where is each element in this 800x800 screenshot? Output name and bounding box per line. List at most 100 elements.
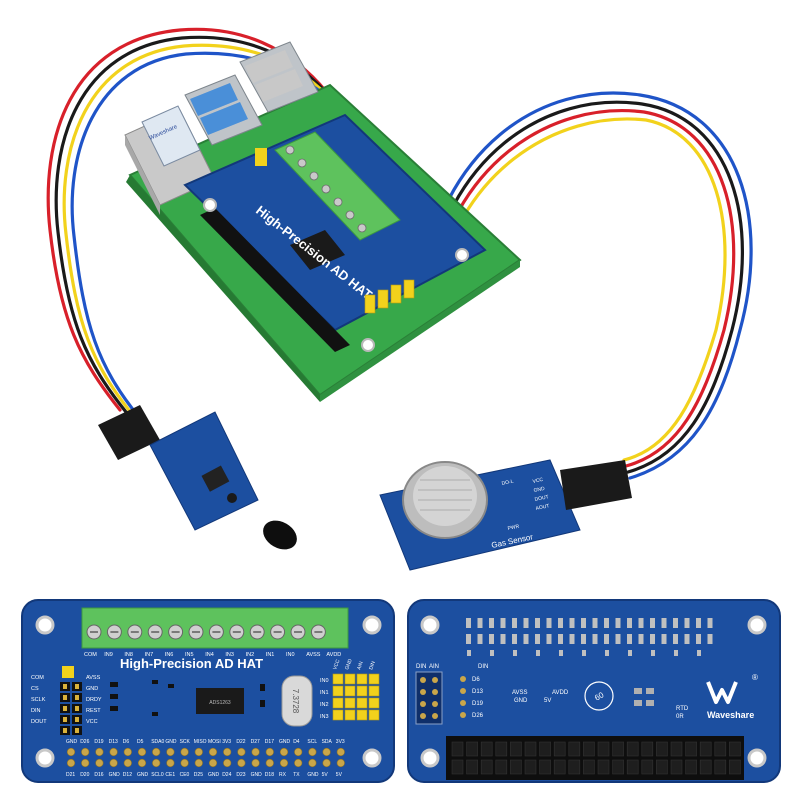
gpio-label-top: D13	[109, 739, 118, 745]
gpio-pad	[208, 747, 218, 757]
smd-pad	[605, 650, 609, 656]
terminal-label: IN9	[104, 652, 113, 658]
smd-pad	[697, 650, 701, 656]
terminal-block-top	[274, 131, 401, 241]
assembled-kit: Waveshare High-Precision AD HAT	[46, 27, 753, 571]
gpio-socket	[699, 741, 712, 757]
gpio-pad	[294, 758, 303, 768]
smd-pad	[650, 618, 655, 628]
back-din-label: DIN	[478, 664, 488, 670]
gpio-pad	[123, 758, 132, 768]
smd-pad	[627, 634, 632, 644]
gpio-socket	[656, 759, 668, 775]
back-header-pad	[432, 701, 438, 707]
back-5v-label: 5V	[544, 698, 551, 704]
gpio-label-top: 3V3	[336, 739, 345, 745]
yellow-header-pin	[332, 709, 344, 721]
terminal-label: IN4	[205, 652, 214, 658]
gpio-label-bottom: TX	[293, 772, 300, 778]
gpio-label-top: GND	[66, 739, 78, 745]
gpio-pad	[279, 747, 289, 757]
gpio-socket	[524, 741, 537, 757]
back-header	[415, 671, 443, 725]
back-component-pads	[466, 618, 713, 656]
yellow-header-pin	[368, 685, 380, 697]
smd-pad	[523, 634, 529, 644]
gpio-label-bottom: D12	[123, 772, 132, 778]
gpio-label-bottom: GND	[109, 772, 121, 778]
back-header-label-2: AIN	[429, 664, 439, 670]
smd-pad	[569, 618, 575, 628]
gpio-pad	[223, 747, 232, 757]
gas-pin-4: AOUT	[535, 503, 550, 512]
back-pin-label: D26	[472, 713, 484, 719]
back-mounting-holes	[420, 615, 767, 768]
header-pin-core	[75, 695, 79, 700]
smd-pad	[512, 634, 517, 644]
gpio-socket	[583, 759, 595, 775]
gpio-label-bottom: CE1	[165, 772, 175, 778]
smd-pad	[558, 634, 563, 644]
header-pin-core	[63, 684, 67, 689]
smd-pad	[477, 634, 483, 644]
left-header-label: SCLK	[31, 697, 46, 703]
gpio-pad	[208, 758, 218, 768]
gpio-socket	[597, 741, 610, 757]
gpio-socket	[641, 759, 654, 775]
gpio-pad	[237, 747, 246, 757]
gpio-label-top: GND	[279, 739, 291, 745]
front-mounting-holes	[35, 615, 382, 768]
left-header-label: DIN	[31, 708, 41, 714]
smd-pad	[582, 650, 586, 656]
smd-pad	[684, 618, 690, 628]
smd-pad	[489, 618, 494, 628]
cable-bundle-right	[418, 91, 753, 480]
gpio-pad	[81, 758, 90, 768]
front-gpio-pads	[66, 747, 345, 768]
gpio-label-top: D5	[137, 739, 144, 745]
left-header-label-right: VCC	[86, 719, 98, 725]
logo-text: Waveshare	[707, 710, 754, 720]
smd-pad	[512, 618, 517, 628]
back-via	[460, 688, 466, 694]
gpio-pad	[95, 758, 104, 768]
smd-pad	[673, 634, 678, 644]
left-header-label-right: DRDY	[86, 697, 102, 703]
back-header-pad	[432, 677, 438, 683]
waveshare-logo: ® Waveshare	[706, 673, 758, 720]
gpio-socket	[670, 741, 683, 757]
yellow-header-pin	[344, 697, 356, 709]
smd-pad	[615, 634, 621, 644]
smd-pad	[523, 618, 529, 628]
right-header-top-label: GND	[344, 658, 354, 671]
terminal-label: IN7	[145, 652, 154, 658]
front-smd-components	[110, 680, 265, 716]
gpio-label-top: SCK	[180, 739, 191, 745]
yellow-header-pin	[368, 709, 380, 721]
gas-pin-2: GND	[533, 486, 545, 494]
smd-pad	[477, 618, 483, 628]
smd-pad	[466, 618, 471, 628]
gpio-label-bottom: GND	[251, 772, 263, 778]
yellow-header-pin	[356, 697, 368, 709]
gpio-pad	[194, 758, 203, 768]
gpio-socket	[612, 759, 624, 775]
gpio-pad	[66, 747, 76, 757]
smd-pad	[536, 650, 540, 656]
gpio-socket	[685, 741, 697, 757]
gpio-label-bottom: D23	[236, 772, 245, 778]
gpio-socket	[553, 759, 566, 775]
smd-pad	[628, 650, 632, 656]
yellow-header-pin	[344, 709, 356, 721]
gpio-label-top: D22	[236, 739, 245, 745]
smd-pad	[546, 618, 552, 628]
front-left-header	[60, 682, 82, 735]
gas-led-2: PWR	[507, 524, 520, 532]
gpio-pad	[81, 747, 90, 757]
gpio-socket	[714, 741, 727, 757]
gpio-pad	[137, 758, 147, 768]
header-pin-core	[63, 695, 67, 700]
terminal-label: IN2	[246, 652, 255, 658]
